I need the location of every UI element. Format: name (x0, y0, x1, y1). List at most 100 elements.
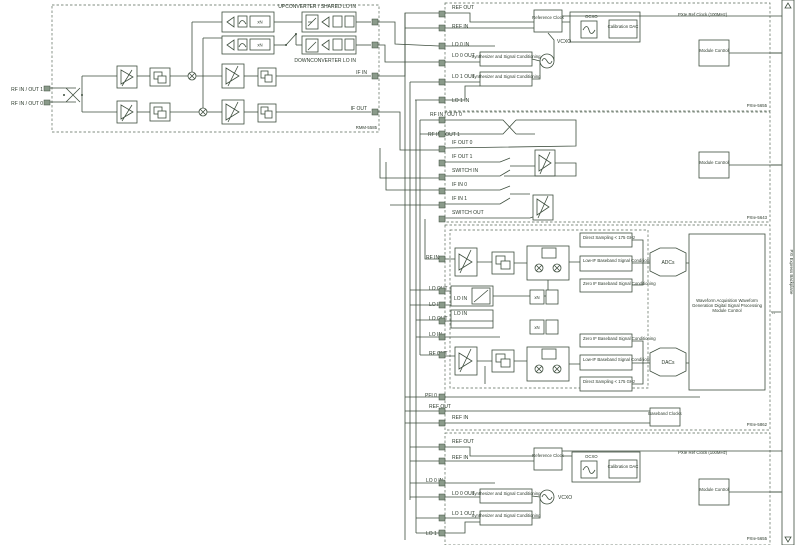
lo-top-port-1: REF IN (452, 24, 469, 30)
synth-label-top-1: Synthesizer and Signal Conditioning (471, 74, 541, 79)
lo-bot-port-3: LO 0 OUT (452, 491, 475, 497)
cal-dac-label-bottom: Calibration DAC (608, 464, 639, 469)
adc-label: ADCs (661, 260, 675, 266)
fpga-block (688, 233, 766, 391)
lo-bot-port-4: LO 1 OUT (452, 511, 475, 517)
if-in-label: IF IN (356, 70, 367, 76)
dac-block (649, 347, 687, 377)
switch-module: RF IN / OUT 0 RF IN / OUT 1 IF OUT 0 IF … (428, 111, 788, 223)
rx-amp-block (116, 65, 138, 89)
backplane-label: PXI Express Backplane (789, 250, 794, 296)
backplane-arrow: ↔ (771, 310, 776, 316)
vst-tx-path-label-0: Zero IF Baseband Signal Conditioning (583, 336, 656, 341)
module-control-label-top: Module Control (699, 48, 728, 53)
module-control-bottom (698, 478, 730, 506)
vst-lo-in-box-2 (450, 309, 494, 329)
switch-port-0: RF IN / OUT 0 (430, 112, 462, 118)
baseband-clock-label: Baseband Clocks (648, 411, 681, 416)
if-out-label: IF OUT (351, 106, 367, 112)
vst-tx-path-0 (579, 333, 633, 348)
vst-rx-path-2 (579, 278, 633, 293)
module-control-label-bottom: Module Control (699, 487, 728, 492)
vst-tx-path-1 (579, 354, 633, 371)
interconnect-wires (378, 12, 440, 540)
switch-port-2: IF OUT 0 (452, 140, 473, 146)
lo-top-module-name: PXIe-5655 (747, 103, 768, 108)
lo-bot-port-0: REF OUT (452, 439, 474, 445)
lo-share-switch (285, 33, 297, 46)
lo-bot-port-1: REF IN (452, 455, 469, 461)
rf-io1-label: RF IN / OUT 1 (11, 87, 43, 93)
lo-bot-port-5: LO 1 IN (426, 531, 444, 537)
vst-module-name: PXIe-5862 (747, 422, 768, 427)
lo-top-port-5: LO 1 IN (452, 98, 470, 104)
vst-tx-amp (454, 346, 478, 376)
vst-lo-mult-1: xN (534, 295, 539, 300)
ref-clock-block-bottom (533, 447, 563, 471)
switch-port-6: IF IN 1 (452, 196, 467, 202)
lo-top-port-4: LO 1 OUT (452, 74, 475, 80)
adc-block (649, 247, 687, 277)
switch-port-3: IF OUT 1 (452, 154, 473, 160)
lo-bot-module-name: PXIe-5655 (747, 536, 768, 541)
vst-port-6: PFI 0 (425, 393, 437, 399)
ocxo-label-bottom: OCXO (585, 454, 598, 459)
lo-top-port-0: REF OUT (452, 5, 474, 11)
vst-lo-mult-2: xN (534, 325, 539, 330)
baseband-clock-block (649, 407, 681, 427)
fpga-label: Waveform Acquisition Waveform Generation… (692, 298, 762, 314)
vst-lo-in-label-1: LO IN (454, 296, 467, 302)
vst-rx-amp (454, 247, 478, 277)
vst-port-4: LO IN (429, 332, 442, 338)
vst-port-1: LO OUT (429, 286, 448, 292)
lo-top-port-2: LO 0 IN (452, 42, 470, 48)
module-control-top (698, 39, 730, 67)
lo-module-bottom: REF OUT REF IN LO 0 IN LO 0 OUT LO 1 OUT… (426, 432, 790, 545)
pxie-ref-label-top: PXIe Ref Clock (100MHz) (678, 12, 728, 17)
vst-port-8: REF IN (452, 415, 469, 421)
vst-rx-path-label-1: Low-IF Baseband Signal Conditioning (583, 258, 656, 263)
ref-clock-label-bottom: Reference Clock (532, 453, 565, 458)
vst-rx-path-1 (579, 255, 633, 272)
vst-tx-path-label-2: Direct Sampling < 175 GHz (583, 379, 635, 384)
vcxo-label-bottom: VCXO (558, 495, 572, 501)
ref-clock-label-top: Reference Clock (532, 15, 565, 20)
vst-port-0: RF IN (426, 255, 439, 261)
rf-io1-connector (43, 85, 51, 92)
synth-label-bottom-1: Synthesizer and Signal Conditioning (471, 513, 541, 518)
rmm-module-name: RMM-5585 (356, 125, 378, 130)
pxie-ref-label-bottom: PXIe Ref Clock (100MHz) (678, 450, 728, 455)
dac-label: DACs (661, 360, 675, 366)
ref-clock-block-top (533, 9, 563, 33)
switch-port-4: SWITCH IN (452, 168, 478, 174)
rmm-module: RF IN / OUT 1 RF IN / OUT 0 (11, 4, 380, 133)
down-multiplier-label: xN (257, 43, 262, 48)
synth-label-bottom-0: Synthesizer and Signal Conditioning (471, 491, 541, 496)
vst-tx-path-label-1: Low-IF Baseband Signal Conditioning (583, 357, 656, 362)
vcxo-label-top: VCXO (557, 39, 571, 45)
rf-io0-connector (43, 99, 51, 106)
vst-rx-path-label-2: Zero IF Baseband Signal Conditioning (583, 281, 656, 286)
vst-lo-in-label-2: LO IN (454, 311, 467, 317)
up-multiplier-label: xN (257, 20, 262, 25)
vst-tx-iq (526, 346, 570, 382)
lo-bot-port-2: LO 0 IN (426, 478, 444, 484)
module-control-switch (698, 151, 730, 179)
switch-port-5: IF IN 0 (452, 182, 467, 188)
vst-rx-path-label-0: Direct Sampling < 175 GHz (583, 235, 635, 240)
down-lo-label: DOWNCONVERTER LO IN (294, 58, 356, 64)
rf-cross-switch (64, 87, 81, 103)
lo-module-top: REF OUT REF IN LO 0 IN LO 0 OUT LO 1 OUT… (438, 2, 790, 112)
pxi-backplane: PXI Express Backplane ↔ (771, 0, 795, 545)
rf-io0-label: RF IN / OUT 0 (11, 101, 43, 107)
vst-module: RF IN LO OUT LO IN LO OUT LO IN RF OUT P… (425, 224, 771, 431)
vst-port-3: LO OUT (429, 316, 448, 322)
vst-port-5: RF OUT (429, 351, 448, 357)
switch-module-name: PXIe-5643 (747, 215, 768, 220)
switch-port-7: SWITCH OUT (452, 210, 484, 216)
lo-top-port-3: LO 0 OUT (452, 53, 475, 59)
ocxo-label-top: OCXO (585, 14, 598, 19)
cal-dac-label-top: Calibration DAC (608, 24, 639, 29)
up-lo-label: UPCONVERTER / SHARED LO IN (278, 4, 356, 10)
